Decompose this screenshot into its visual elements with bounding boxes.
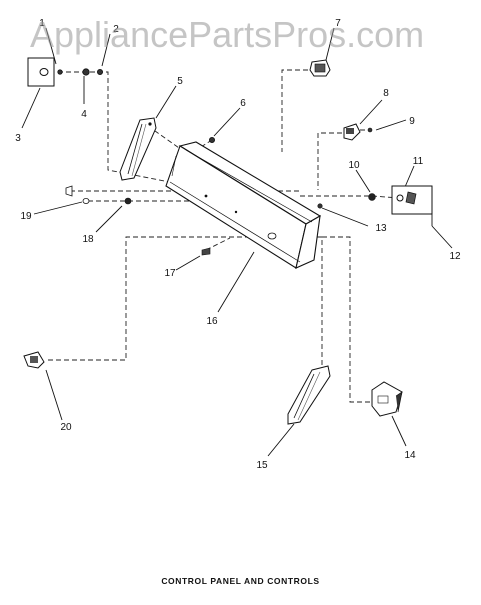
assembly-line-part-8	[317, 132, 350, 190]
part-10-washer	[368, 193, 376, 201]
part-2-nut	[97, 69, 104, 76]
callout-6: 6	[240, 98, 246, 109]
leader-9	[375, 119, 407, 131]
part-19-clip	[65, 185, 90, 204]
part-1-screw	[57, 69, 63, 75]
part-18-nut	[124, 197, 132, 205]
callout-labels: 1 2 3 4 5 6 7 8 9 10 11 12 13 14 15 16 1…	[15, 18, 461, 471]
leader-16	[217, 251, 255, 313]
leader-20	[45, 369, 63, 421]
callout-20: 20	[60, 422, 72, 433]
leader-12	[431, 225, 453, 249]
diagram-caption: CONTROL PANEL AND CONTROLS	[161, 576, 320, 586]
part-16-control-panel	[165, 141, 322, 269]
callout-9: 9	[409, 116, 415, 127]
part-20-connector	[23, 351, 45, 369]
leader-15	[267, 423, 295, 457]
callout-11: 11	[413, 156, 424, 167]
part-13-screw	[317, 203, 323, 209]
leader-10	[355, 169, 371, 193]
leader-18	[95, 205, 123, 233]
leader-13	[321, 207, 369, 227]
leader-5	[155, 85, 177, 119]
part-7-switch	[309, 59, 331, 77]
assembly-line-part-5	[147, 125, 183, 151]
callout-15: 15	[256, 460, 268, 471]
callout-2: 2	[113, 24, 119, 35]
assembly-line-part-14	[314, 236, 372, 403]
callout-10: 10	[348, 160, 360, 171]
leader-lines	[21, 27, 453, 457]
callout-3: 3	[15, 133, 21, 144]
leader-19	[33, 201, 83, 215]
callout-14: 14	[404, 450, 416, 461]
assembly-line-right-knob	[300, 195, 401, 199]
callout-13: 13	[375, 223, 387, 234]
callout-5: 5	[177, 76, 183, 87]
part-15-right-bracket	[287, 365, 331, 425]
part-17-screw	[201, 247, 211, 256]
callout-8: 8	[383, 88, 389, 99]
part-8-clip	[343, 123, 361, 141]
part-14-module	[371, 381, 403, 417]
assembly-line-switch-7	[281, 69, 316, 152]
part-9-screw	[367, 127, 373, 133]
parts-1-2-4	[57, 68, 104, 76]
assembly-line-knob-left	[58, 71, 181, 185]
leader-17	[175, 255, 201, 271]
leader-6	[213, 107, 241, 137]
assembly-line-part-20	[48, 236, 323, 365]
callout-12: 12	[449, 251, 461, 262]
part-3-plate	[27, 57, 55, 87]
watermark-text: AppliancePartsPros.com	[30, 14, 425, 55]
callout-7: 7	[335, 18, 341, 29]
leader-8	[359, 99, 383, 125]
part-5-left-bracket	[119, 117, 157, 181]
part-6-screw	[208, 136, 215, 143]
leader-2	[101, 33, 111, 67]
callout-16: 16	[206, 316, 218, 327]
leader-14	[391, 415, 407, 447]
callout-19: 19	[20, 211, 32, 222]
callout-18: 18	[82, 234, 94, 245]
assembly-line-part-6	[195, 139, 213, 151]
callout-1: 1	[39, 18, 45, 29]
leader-3	[21, 87, 41, 129]
callout-17: 17	[164, 268, 176, 279]
part-4-washer	[82, 68, 90, 76]
assembly-lines	[48, 69, 401, 403]
callout-4: 4	[81, 109, 87, 120]
leader-7	[325, 27, 335, 61]
part-11-knob	[396, 191, 417, 205]
